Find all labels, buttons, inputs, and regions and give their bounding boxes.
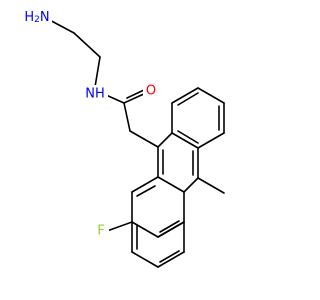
ring-c-double-2 xyxy=(159,220,180,233)
ring-b-bond-3 xyxy=(157,176,185,193)
bond-layer xyxy=(43,16,225,268)
ring-a-bond-5 xyxy=(171,132,199,149)
ring-a-double-3 xyxy=(177,130,199,144)
atom-label-layer: H2N NH O F xyxy=(22,8,159,240)
ring-c-double-1 xyxy=(136,185,156,197)
bond-nh-carbonyl-c xyxy=(105,94,125,104)
molecule-structure: H2N NH O F xyxy=(22,8,225,268)
ring-a-double-1 xyxy=(177,92,199,106)
bond-c1-c2 xyxy=(73,32,101,58)
bond-ch2-ring xyxy=(129,130,159,148)
amine-label: H2N xyxy=(24,10,49,26)
amine-label-background xyxy=(22,8,52,26)
bond-carbonyl-o-2 xyxy=(126,88,147,99)
bond-c2-nh xyxy=(94,56,101,88)
bond-fluorine xyxy=(106,221,133,232)
ring-b-bond-1 xyxy=(157,132,173,148)
bond-methyl xyxy=(197,177,225,194)
ring-d-bond-3 xyxy=(157,251,185,268)
ring-c-bond-1 xyxy=(131,176,159,193)
carbonyl-oxygen-label: O xyxy=(146,84,156,99)
amide-label-background xyxy=(82,85,108,103)
amide-nitrogen-label: NH xyxy=(85,87,105,102)
ring-a-bond-2 xyxy=(197,87,225,104)
ring-a-bond-4 xyxy=(197,132,225,149)
fluorine-label: F xyxy=(97,224,104,239)
bond-carbonyl-ch2 xyxy=(123,102,131,132)
fluorine-label-background xyxy=(93,222,109,240)
ring-d-bond-2 xyxy=(131,251,159,268)
ring-d-double-2 xyxy=(159,250,180,263)
ring-a-bond-1 xyxy=(171,87,199,104)
bond-carbonyl-o-1 xyxy=(123,92,147,104)
ring-b-bond-4 xyxy=(183,177,199,193)
ring-d-bond-5 xyxy=(157,221,185,238)
ring-c-bond-3 xyxy=(131,221,159,238)
oxygen-label-background xyxy=(143,82,159,100)
